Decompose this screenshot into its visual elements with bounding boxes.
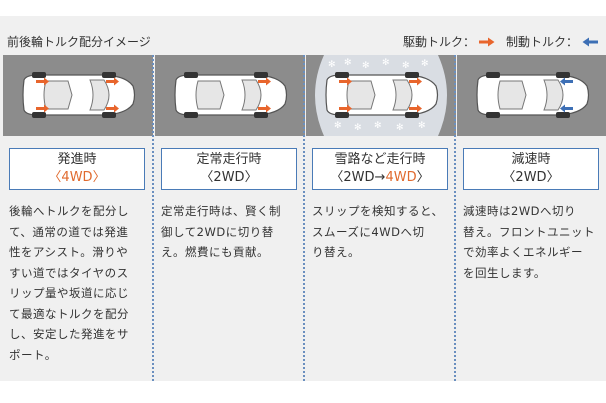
mode-label-box: 雪路など走行時 〈2WD→4WD〉: [312, 148, 448, 190]
snowflake-icon: ✻: [328, 60, 336, 70]
road-illustration: [457, 55, 606, 136]
snowflake-icon: ✻: [382, 58, 390, 68]
orange-arrow-icon: [479, 37, 495, 47]
blue-arrow-icon: [582, 37, 599, 47]
snowflake-icon: ✻: [396, 123, 404, 133]
page-title: 前後輪トルク配分イメージ: [7, 35, 151, 49]
car-topview-icon: [174, 72, 288, 118]
car-topview-icon: [476, 72, 590, 118]
drive-mode: 〈2WD→4WD〉: [330, 170, 430, 185]
snowflake-icon: ✻: [344, 58, 352, 68]
column-divider: [303, 55, 305, 381]
legend-drive-torque: 駆動トルク：: [403, 33, 495, 50]
road-illustration: [155, 55, 305, 136]
road-illustration: [3, 55, 153, 136]
scene-title: 定常走行時: [196, 152, 262, 167]
mode-label-box: 発進時 〈4WD〉: [9, 148, 145, 190]
drive-mode: 〈2WD〉: [502, 170, 560, 185]
scene-description: スリップを検知すると、 スムーズに4WDへ切 り替え。: [312, 204, 444, 259]
car-topview-icon: [325, 72, 439, 118]
mode-label-box: 定常走行時 〈2WD〉: [161, 148, 297, 190]
column-cruise: 定常走行時 〈2WD〉 定常走行時は、賢く制 御して2WDに切り替 え。燃費にも…: [155, 55, 305, 381]
scene-title: 雪路など走行時: [334, 152, 426, 167]
snowflake-icon: ✻: [334, 121, 342, 131]
scene-description: 後輪へトルクを配分し て、通常の道では発進 性をアシスト。滑りや すい道ではタイ…: [9, 204, 129, 362]
snowflake-icon: ✻: [402, 61, 410, 71]
mode-label-box: 減速時 〈2WD〉: [463, 148, 599, 190]
snowflake-icon: ✻: [362, 61, 370, 71]
column-divider: [152, 55, 154, 381]
snowflake-icon: ✻: [418, 121, 426, 131]
legend-brake-label: 制動トルク：: [506, 35, 579, 49]
car-topview-icon: [22, 72, 136, 118]
column-divider: [454, 55, 456, 381]
snowflake-icon: ✻: [354, 123, 362, 133]
scene-title: 減速時: [511, 152, 551, 167]
column-snow: ✻ ✻ ✻ ✻ ✻ ✻ ✻ ✻ ✻ ✻ ✻ 雪路など走行時 〈2WD→4WD〉 …: [306, 55, 456, 381]
drive-mode: 〈2WD〉: [200, 170, 258, 185]
scene-title: 発進時: [57, 152, 97, 167]
drive-mode: 〈4WD〉: [48, 170, 106, 185]
legend-brake-torque: 制動トルク：: [506, 33, 599, 50]
column-start: 発進時 〈4WD〉 後輪へトルクを配分し て、通常の道では発進 性をアシスト。滑…: [3, 55, 153, 381]
scene-description: 減速時は2WDへ切り 替え。フロントユニット で効率よくエネルギー を回生します…: [463, 204, 595, 280]
scene-description: 定常走行時は、賢く制 御して2WDに切り替 え。燃費にも貢献。: [161, 204, 281, 259]
snowflake-icon: ✻: [374, 121, 382, 131]
snowflake-icon: ✻: [421, 59, 429, 69]
road-illustration: ✻ ✻ ✻ ✻ ✻ ✻ ✻ ✻ ✻ ✻ ✻: [306, 55, 456, 136]
column-decel: 減速時 〈2WD〉 減速時は2WDへ切り 替え。フロントユニット で効率よくエネ…: [457, 55, 606, 381]
legend-drive-label: 駆動トルク：: [403, 35, 476, 49]
